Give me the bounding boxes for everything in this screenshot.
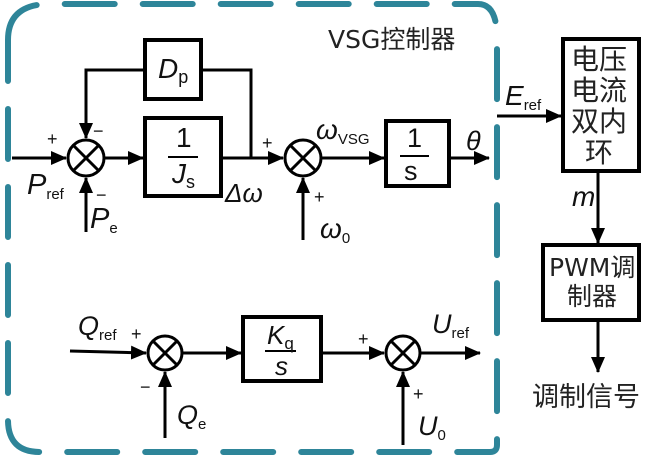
theta-label: θ <box>466 126 481 156</box>
plus-sign: + <box>314 187 325 207</box>
minus-sign: − <box>93 121 104 141</box>
plus-sign: + <box>413 384 424 404</box>
integrator-block <box>384 119 451 188</box>
qref-label: Qref <box>78 311 117 344</box>
qe-label: Qe <box>177 400 207 433</box>
kq-numerator: Kq <box>267 320 294 353</box>
pwm-label: PWM调 制器 <box>549 253 635 311</box>
pe-label: Pe <box>90 203 118 237</box>
eref-label: Eref <box>505 80 542 114</box>
kq-block <box>241 315 323 383</box>
sum-junction-p <box>66 138 106 178</box>
inner-loop-label: 电压 电流 双内 环 <box>571 44 627 168</box>
pwm-line: PWM调 <box>549 253 636 282</box>
inner-loop-block <box>561 37 641 173</box>
controller-boundary <box>5 0 500 455</box>
output-signal-label: 调制信号 <box>532 382 640 413</box>
omega-vsg-label: ωVSG <box>316 114 370 148</box>
minus-sign: − <box>140 377 151 397</box>
u0-label: U0 <box>418 411 446 444</box>
inertia-numerator: 1 <box>176 122 192 153</box>
kq-denominator: s <box>275 351 288 381</box>
pwm-block <box>541 243 641 322</box>
m-label: m <box>572 181 596 212</box>
controller-title: VSG控制器 <box>328 25 456 54</box>
pwm-line: 制器 <box>566 282 617 311</box>
delta-omega-label: Δω <box>225 178 263 208</box>
minus-sign: − <box>96 185 107 205</box>
inertia-denominator: Js <box>172 158 195 192</box>
plus-sign: + <box>358 329 369 349</box>
pref-label: Pref <box>27 169 64 203</box>
inner-loop-line: 双内 <box>571 105 628 138</box>
integrator-denominator: s <box>404 156 418 186</box>
omega0-label: ω0 <box>320 213 351 247</box>
plus-sign: + <box>262 133 273 153</box>
plus-sign: + <box>47 129 58 149</box>
sum-junction-q <box>146 334 184 372</box>
uref-label: Uref <box>432 309 470 342</box>
inner-loop-line: 电流 <box>571 74 628 107</box>
plus-sign: + <box>131 324 142 344</box>
inner-loop-line: 环 <box>585 136 614 169</box>
inner-loop-line: 电压 <box>571 43 628 76</box>
dp-label: Dp <box>158 53 189 87</box>
integrator-numerator: 1 <box>407 123 423 153</box>
sum-junction-omega <box>283 138 323 178</box>
sum-junction-u <box>384 334 422 372</box>
